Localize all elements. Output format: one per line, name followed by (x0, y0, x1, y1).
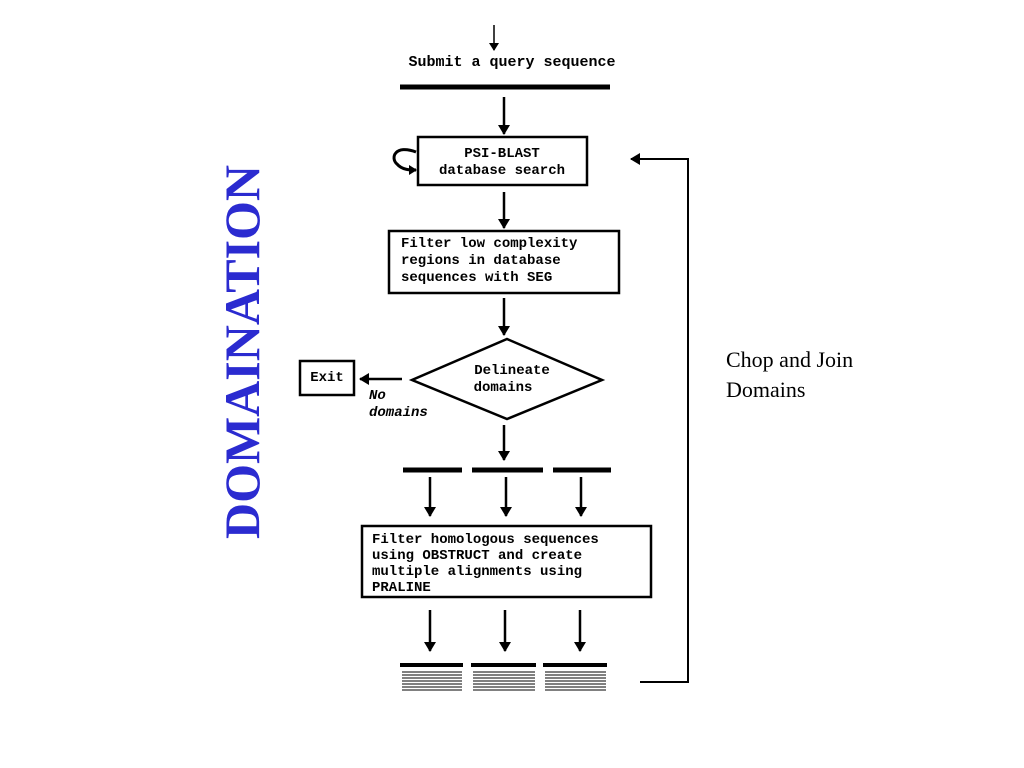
psi-blast-line1: PSI-BLAST (464, 146, 540, 162)
delineate-line1: Delineate (474, 363, 550, 379)
delineate-diamond (408, 337, 606, 421)
filter-seg-line3: sequences with SEG (401, 270, 552, 286)
side-note-line1: Chop and Join (726, 347, 854, 372)
exit-label: Exit (310, 370, 344, 386)
filter-homologous-line4: PRALINE (372, 580, 431, 596)
filter-homologous-box (360, 524, 653, 599)
chop-and-join-note: Chop and Join Domains (726, 345, 853, 405)
psi-blast-line2: database search (439, 163, 565, 179)
submit-query-label: Submit a query sequence (408, 54, 615, 71)
side-note-line2: Domains (726, 377, 806, 402)
alignment-block-2 (471, 663, 536, 691)
no-domains-line1: No (369, 388, 386, 404)
filter-seg-line1: Filter low complexity (401, 236, 578, 252)
exit-box (298, 359, 356, 397)
filter-seg-box (387, 229, 621, 295)
psi-blast-box (416, 135, 589, 187)
psi-blast-self-loop (392, 148, 417, 175)
alignment-block-1 (400, 663, 463, 691)
filter-seg-line2: regions in database (401, 253, 561, 269)
filter-homologous-line2: using OBSTRUCT and create (372, 548, 582, 564)
delineate-line2: domains (474, 380, 533, 396)
no-domains-line2: domains (369, 405, 428, 421)
alignment-block-3 (543, 663, 607, 691)
filter-homologous-line3: multiple alignments using (372, 564, 582, 580)
feedback-loop-arrow (630, 153, 689, 683)
filter-homologous-line1: Filter homologous sequences (372, 532, 599, 548)
